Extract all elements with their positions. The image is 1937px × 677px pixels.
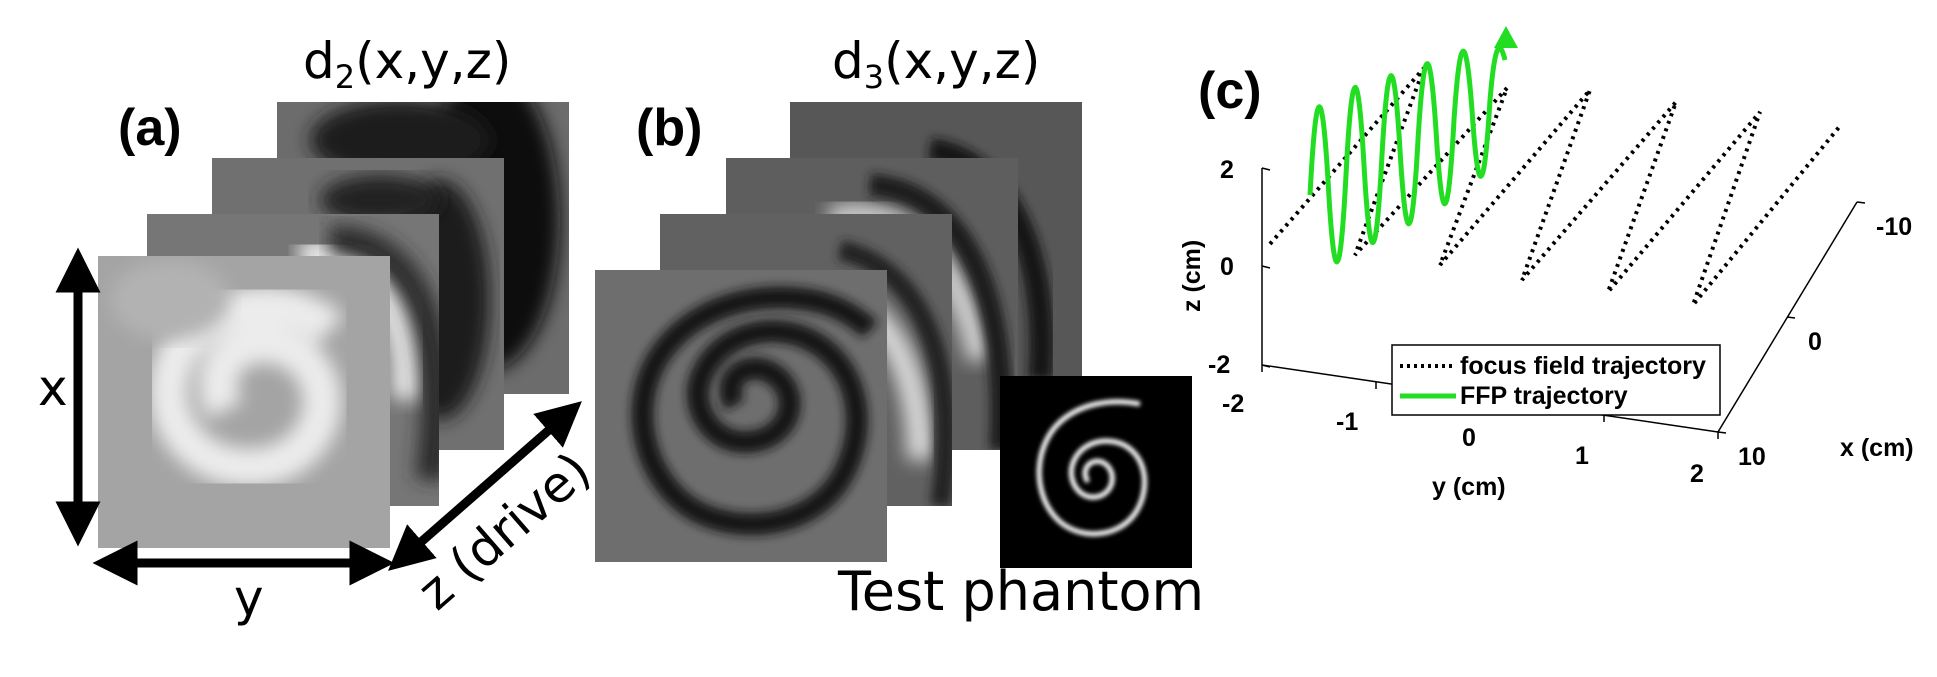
z-axis-label: z (cm) [1178,240,1206,312]
panel-c-label: (c) [1198,62,1262,120]
y-tick-m2: -2 [1222,390,1244,418]
legend-label-ffp: FFP trajectory [1460,382,1628,410]
y-axis-label: y (cm) [1432,473,1506,501]
y-tick-2: 2 [1690,460,1704,488]
z-tick-0: 0 [1220,253,1234,281]
test-phantom-label: Test phantom [837,560,1204,623]
legend-label-focus: focus field trajectory [1460,352,1706,380]
test-phantom [1000,376,1192,568]
focus-field-trajectory-line [1268,66,1842,307]
z-tick-m2: -2 [1208,351,1230,379]
panel-b-label: (b) [636,99,702,157]
panel-a-label: (a) [118,99,182,157]
panel-b: (b) d3(x,y,z) Test [595,32,1204,623]
legend: focus field trajectory FFP trajectory [1391,344,1721,416]
z-axis-arrow [388,401,582,571]
x-tick-10: 10 [1738,443,1766,471]
ffp-arrowhead [1494,26,1518,48]
y-tick-m1: -1 [1336,408,1358,436]
slice-a-4 [98,256,390,548]
x-axis-label: x [38,359,68,417]
x-axis-label: x (cm) [1840,434,1914,462]
y-axis-label: y [234,569,264,627]
y-tick-1: 1 [1575,442,1589,470]
z-tick-2: 2 [1220,156,1234,184]
panel-b-title: d3(x,y,z) [832,32,1040,96]
panel-a: (a) d2(x,y,z) x [38,32,602,627]
slice-b-4 [595,270,887,562]
y-tick-0: 0 [1462,424,1476,452]
panel-a-title: d2(x,y,z) [303,32,511,96]
panel-c: (c) 2 0 -2 z (cm) -2 -1 0 1 2 [1178,26,1914,501]
x-tick-m10: -10 [1876,213,1912,241]
ffp-trajectory-line [1307,45,1508,265]
x-tick-0: 0 [1808,328,1822,356]
